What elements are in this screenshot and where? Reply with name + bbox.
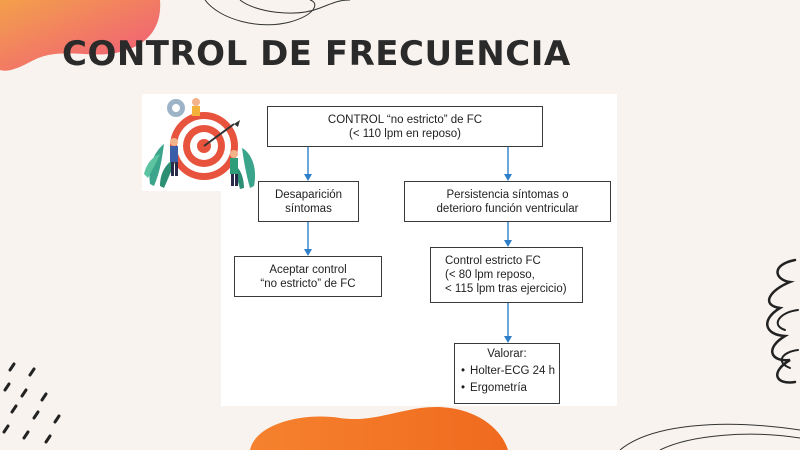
- valorar-item-ergometria: Ergometría: [461, 380, 555, 397]
- target-icon: [144, 98, 256, 189]
- decorative-lines-bottom-right: [619, 423, 800, 450]
- person-right: [230, 150, 238, 186]
- person-left: [170, 138, 178, 176]
- target-illustration: [142, 94, 264, 191]
- valorar-list: Holter-ECG 24 h Ergometría: [461, 363, 555, 397]
- decorative-blob-top-left: [0, 0, 161, 71]
- arrow-group: [304, 147, 512, 343]
- arrow-top-to-left1: [304, 147, 312, 181]
- node-desaparicion-sintomas: Desaparición síntomas: [258, 181, 359, 222]
- node-control-no-estricto: CONTROL “no estricto” de FC (< 110 lpm e…: [267, 106, 543, 147]
- person-top: [192, 98, 200, 116]
- valorar-heading: Valorar:: [487, 348, 527, 360]
- decorative-scribble-top: [204, 0, 351, 26]
- node-control-estricto: Control estricto FC (< 80 lpm reposo, < …: [430, 247, 583, 303]
- decorative-dashes-bottom-left: [2, 362, 61, 444]
- decorative-blob-bottom: [250, 406, 508, 450]
- node-aceptar-control: Aceptar control “no estricto” de FC: [234, 256, 382, 297]
- arrow-top-to-right1: [504, 147, 512, 181]
- page-title: CONTROL DE FRECUENCIA: [62, 34, 571, 74]
- node-valorar: Valorar: Holter-ECG 24 h Ergometría: [454, 343, 560, 404]
- node-persistencia-sintomas: Persistencia síntomas o deterioro funció…: [404, 181, 611, 222]
- arrow-right2-to-valorar: [504, 303, 512, 343]
- arrow-left1-to-left2: [304, 222, 312, 256]
- arrow-right1-to-right2: [504, 222, 512, 247]
- gear-icon: [167, 99, 185, 117]
- decorative-scribble-right: [766, 258, 799, 384]
- valorar-item-holter: Holter-ECG 24 h: [461, 363, 555, 380]
